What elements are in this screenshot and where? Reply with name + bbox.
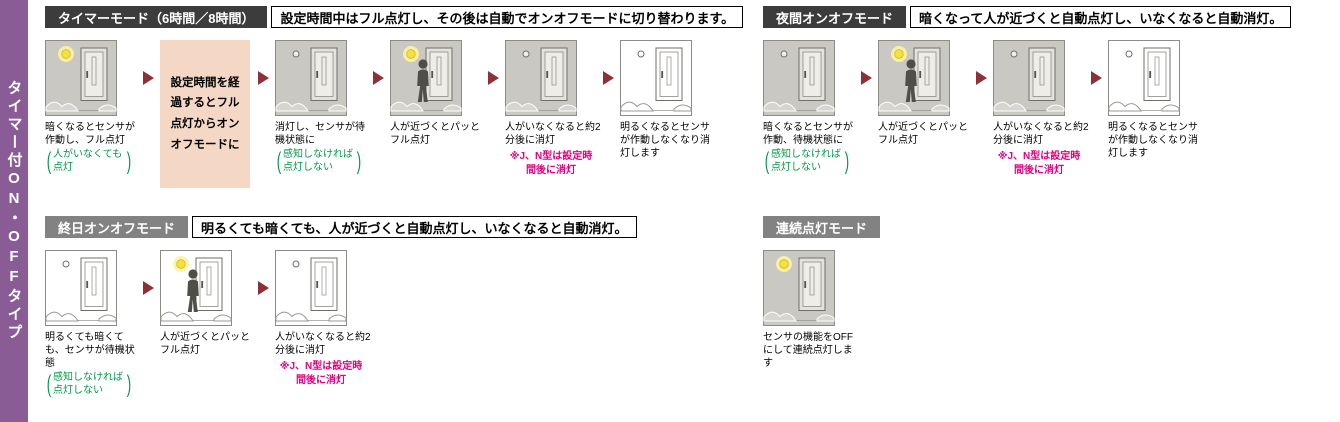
green-supplement-note: (人がいなくても点灯)	[46, 147, 132, 175]
arrow-right-icon	[488, 71, 499, 85]
step-caption: 人が近づくとパッとフル点灯	[878, 122, 968, 146]
timer-elapse-textbox: 設定時間を経過するとフル点灯からオンオフモードに	[160, 40, 250, 188]
steps-row: 暗くなるとセンサが作動し、フル点灯(人がいなくても点灯)設定時間を経過するとフル…	[45, 40, 737, 188]
paren-close: )	[126, 147, 132, 175]
door-day-lamp-off-icon	[275, 250, 347, 326]
section-header: タイマーモード（6時間／8時間） 設定時間中はフル点灯し、その後は自動でオンオフ…	[45, 6, 744, 28]
flow-step: 明るくなるとセンサが作動しなくなり消灯します	[1108, 40, 1204, 160]
flow-step: 人が近づくとパッとフル点灯	[878, 40, 974, 147]
model-variant-note: ※J、N型は設定時間後に消灯	[997, 151, 1081, 176]
section-title: タイマーモード（6時間／8時間）	[45, 6, 268, 28]
arrow-right-icon	[258, 71, 269, 85]
flow-step: 暗くなるとセンサが作動、待機状態に(感知しなければ点灯しない)	[763, 40, 859, 174]
green-supplement-note: (感知しなければ点灯しない)	[46, 370, 132, 398]
flow-step: 消灯し、センサが待機状態に(感知しなければ点灯しない)	[275, 40, 371, 174]
section-timer-mode: タイマーモード（6時間／8時間） 設定時間中はフル点灯し、その後は自動でオンオフ…	[45, 6, 744, 188]
green-supplement-note: (感知しなければ点灯しない)	[764, 147, 850, 175]
flow-step: 人がいなくなると約2分後に消灯 ※J、N型は設定時間後に消灯	[505, 40, 601, 177]
section-title: 終日オンオフモード	[45, 216, 189, 238]
section-description: 設定時間中はフル点灯し、その後は自動でオンオフモードに切り替わります。	[271, 6, 744, 28]
category-tab-label: タイマー付ON・OFFタイプ	[5, 80, 23, 342]
step-caption: 人が近づくとパッとフル点灯	[160, 332, 250, 356]
flow-step: 人が近づくとパッとフル点灯	[160, 250, 256, 357]
step-caption: 人がいなくなると約2分後に消灯	[505, 122, 601, 146]
paren-close: )	[126, 370, 132, 398]
step-caption: 暗くなるとセンサが作動し、フル点灯	[45, 122, 135, 146]
door-day-person-lamp-on-icon	[160, 250, 232, 326]
arrow-right-icon	[373, 71, 384, 85]
step-caption: 人がいなくなると約2分後に消灯	[275, 332, 371, 356]
flow-step: 人がいなくなると約2分後に消灯 ※J、N型は設定時間後に消灯	[275, 250, 371, 387]
flow-step: センサの機能をOFFにして連続点灯します	[763, 250, 859, 370]
arrow-right-icon	[143, 281, 154, 295]
door-night-person-lamp-on-icon	[878, 40, 950, 116]
steps-row: センサの機能をOFFにして連続点灯します	[763, 250, 1063, 370]
section-allday-onoff-mode: 終日オンオフモード 明るくても暗くても、人が近づくと自動点灯し、いなくなると自動…	[45, 216, 737, 397]
flow-step: 人がいなくなると約2分後に消灯 ※J、N型は設定時間後に消灯	[993, 40, 1089, 177]
flow-step: 人が近づくとパッとフル点灯	[390, 40, 486, 147]
section-header: 夜間オンオフモード 暗くなって人が近づくと自動点灯し、いなくなると自動消灯。	[763, 6, 1340, 28]
section-title: 夜間オンオフモード	[763, 6, 907, 28]
arrow-right-icon	[976, 71, 987, 85]
arrow-right-icon	[603, 71, 614, 85]
model-variant-note: ※J、N型は設定時間後に消灯	[509, 151, 593, 176]
door-night-lamp-on-icon	[763, 250, 835, 326]
door-day-lamp-off-icon	[1108, 40, 1180, 116]
step-caption: 明るくなるとセンサが作動しなくなり消灯します	[620, 122, 710, 159]
steps-row: 暗くなるとセンサが作動、待機状態に(感知しなければ点灯しない) 人が近づくとパッと…	[763, 40, 1340, 177]
step-caption: 人がいなくなると約2分後に消灯	[993, 122, 1089, 146]
door-night-lamp-off-icon	[275, 40, 347, 116]
arrow-right-icon	[258, 281, 269, 295]
arrow-right-icon	[861, 71, 872, 85]
door-night-lamp-off-icon	[763, 40, 835, 116]
section-continuous-mode: 連続点灯モード センサの機能をOFFにして連続点灯します	[763, 216, 1063, 370]
step-caption: 人が近づくとパッとフル点灯	[390, 122, 480, 146]
paren-close: )	[356, 147, 362, 175]
steps-row: 明るくても暗くても、センサが待機状態(感知しなければ点灯しない) 人が近づくとパッ…	[45, 250, 737, 397]
step-caption: 明るくなるとセンサが作動しなくなり消灯します	[1108, 122, 1198, 159]
step-caption: センサの機能をOFFにして連続点灯します	[763, 332, 853, 369]
section-title: 連続点灯モード	[763, 216, 881, 238]
green-supplement-note: (感知しなければ点灯しない)	[276, 147, 362, 175]
step-caption: 暗くなるとセンサが作動、待機状態に	[763, 122, 853, 146]
step-caption: 明るくても暗くても、センサが待機状態	[45, 332, 135, 369]
paren-open: (	[46, 147, 52, 175]
arrow-right-icon	[1091, 71, 1102, 85]
door-night-lamp-on-icon	[45, 40, 117, 116]
category-tab: タイマー付ON・OFFタイプ	[0, 0, 28, 422]
flow-step: 明るくなるとセンサが作動しなくなり消灯します	[620, 40, 716, 160]
section-night-onoff-mode: 夜間オンオフモード 暗くなって人が近づくと自動点灯し、いなくなると自動消灯。 暗…	[763, 6, 1340, 177]
section-header: 連続点灯モード	[763, 216, 1063, 238]
flow-step: 明るくても暗くても、センサが待機状態(感知しなければ点灯しない)	[45, 250, 141, 397]
paren-close: )	[844, 147, 850, 175]
paren-open: (	[276, 147, 282, 175]
door-night-lamp-off-icon	[993, 40, 1065, 116]
model-variant-note: ※J、N型は設定時間後に消灯	[279, 361, 363, 386]
door-night-person-lamp-on-icon	[390, 40, 462, 116]
door-day-lamp-off-icon	[45, 250, 117, 326]
arrow-right-icon	[143, 71, 154, 85]
door-night-lamp-off-icon	[505, 40, 577, 116]
flow-step: 暗くなるとセンサが作動し、フル点灯(人がいなくても点灯)	[45, 40, 141, 174]
paren-open: (	[764, 147, 770, 175]
door-day-lamp-off-icon	[620, 40, 692, 116]
timer-elapse-step: 設定時間を経過するとフル点灯からオンオフモードに	[160, 40, 256, 188]
section-description: 暗くなって人が近づくと自動点灯し、いなくなると自動消灯。	[910, 6, 1292, 28]
paren-open: (	[46, 370, 52, 398]
step-caption: 消灯し、センサが待機状態に	[275, 122, 365, 146]
section-description: 明るくても暗くても、人が近づくと自動点灯し、いなくなると自動消灯。	[192, 216, 637, 238]
section-header: 終日オンオフモード 明るくても暗くても、人が近づくと自動点灯し、いなくなると自動…	[45, 216, 737, 238]
